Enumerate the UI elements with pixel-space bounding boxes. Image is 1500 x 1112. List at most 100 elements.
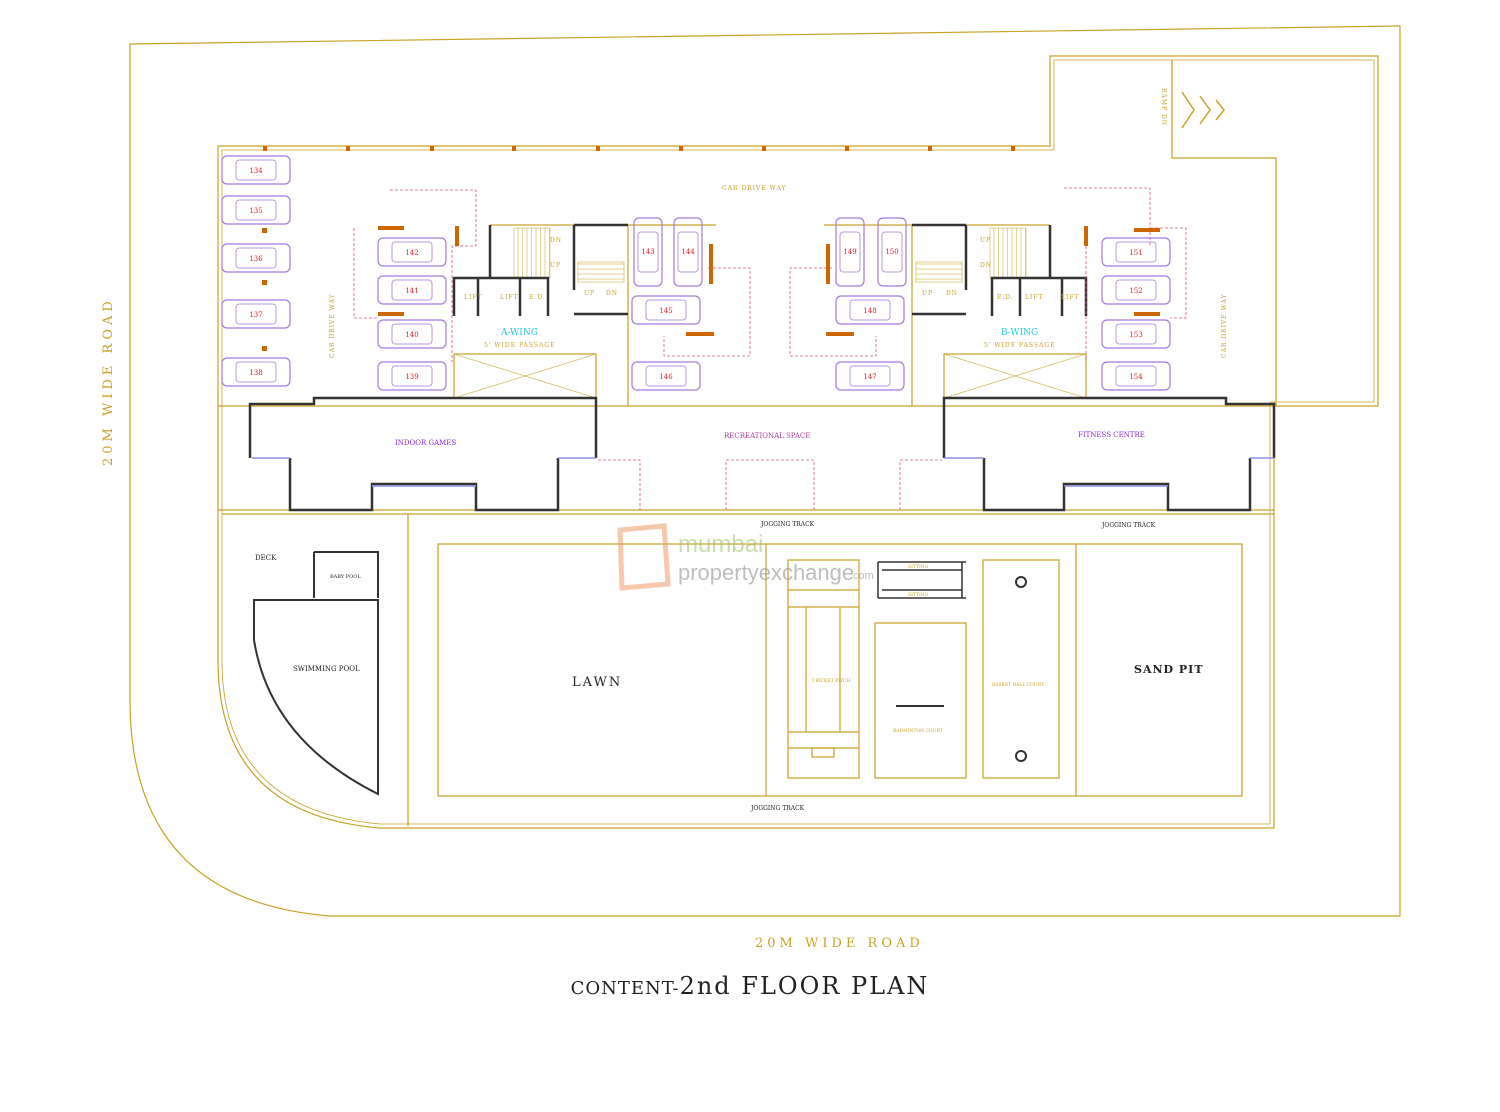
column-marker [455, 226, 459, 246]
parking-slot-136: 136 [221, 243, 291, 273]
slot-number: 138 [249, 369, 262, 377]
building-outline [217, 55, 1379, 829]
svg-text:JOGGING TRACK: JOGGING TRACK [760, 521, 815, 528]
column-marker [378, 312, 404, 316]
parking-slot-150: 150 [877, 217, 907, 287]
svg-text:BADMINTON COURT: BADMINTON COURT [893, 728, 943, 734]
ramp-label: RAMP DN [1160, 88, 1167, 126]
column-marker [679, 146, 683, 151]
svg-text:E.D.: E.D. [997, 294, 1014, 301]
parking-slot-146: 146 [631, 361, 701, 391]
slot-number: 151 [1129, 249, 1142, 257]
slot-number: 148 [863, 307, 876, 315]
column-marker [762, 146, 766, 151]
svg-text:SWIMMING POOL: SWIMMING POOL [293, 665, 360, 673]
slot-number: 135 [249, 207, 262, 215]
slot-number: 147 [863, 373, 876, 381]
slot-number: 150 [885, 248, 898, 256]
column-marker [1134, 228, 1160, 232]
slot-number: 143 [641, 248, 654, 256]
column-marker [928, 146, 932, 151]
parking-slot-153: 153 [1101, 319, 1171, 349]
svg-text:propertyexchange: propertyexchange [678, 560, 854, 585]
sand-pit-label: SAND PIT [1134, 663, 1204, 676]
column-marker [262, 280, 267, 285]
parking-slot-135: 135 [221, 195, 291, 225]
slot-number: 145 [659, 307, 672, 315]
parking-slot-138: 138 [221, 357, 291, 387]
slot-number: 134 [249, 167, 263, 175]
svg-text:DN: DN [980, 262, 992, 269]
parking-slot-149: 149 [835, 217, 865, 287]
title-prefix: CONTENT- [570, 978, 680, 999]
column-marker [826, 332, 854, 336]
parking-slot-139: 139 [377, 361, 447, 391]
slot-number: 149 [843, 248, 856, 256]
column-marker [263, 146, 267, 151]
parking-slot-137: 137 [221, 299, 291, 329]
page-title: CONTENT-2nd FLOOR PLAN [0, 972, 1500, 1000]
column-marker [1084, 226, 1088, 246]
svg-text:SITTING: SITTING [908, 592, 929, 598]
svg-text:CRICKET PITCH: CRICKET PITCH [812, 678, 850, 684]
column-marker [826, 244, 830, 284]
svg-text:LIFT: LIFT [1025, 294, 1044, 301]
svg-text:BABY POOL: BABY POOL [330, 574, 361, 580]
road-label-left: 20M WIDE ROAD [101, 297, 116, 466]
svg-text:.com: .com [850, 570, 874, 582]
svg-text:LIFT: LIFT [1061, 294, 1080, 301]
slot-number: 152 [1129, 287, 1142, 295]
parking-slot-154: 154 [1101, 361, 1171, 391]
driveway-left: CAR DRIVE WAY [329, 293, 336, 358]
svg-text:UP: UP [550, 262, 561, 269]
slot-number: 137 [249, 311, 262, 319]
plot-boundary [129, 25, 1401, 917]
slot-number: 136 [249, 255, 263, 263]
svg-text:DN: DN [946, 290, 958, 297]
svg-text:UP: UP [980, 237, 991, 244]
parking-slot-148: 148 [835, 295, 905, 325]
slot-number: 154 [1129, 373, 1143, 381]
slot-number: 146 [659, 373, 673, 381]
column-marker [845, 146, 849, 151]
svg-text:JOGGING TRACK: JOGGING TRACK [1101, 522, 1156, 529]
column-marker [596, 146, 600, 151]
svg-text:BASKET BALL COURT: BASKET BALL COURT [992, 682, 1044, 688]
indoor-games-label: INDOOR GAMES [395, 439, 456, 447]
parking-slot-147: 147 [835, 361, 905, 391]
svg-text:mumbai: mumbai [678, 531, 763, 558]
parking-slot-152: 152 [1101, 275, 1171, 305]
column-marker [1011, 146, 1015, 151]
fitness-label: FITNESS CENTRE [1078, 431, 1145, 439]
wall-b-wing [912, 223, 1088, 316]
svg-text:5' WIDE PASSAGE: 5' WIDE PASSAGE [484, 342, 555, 349]
column-marker [262, 346, 267, 351]
recreational-label: RECREATIONAL SPACE [724, 432, 810, 440]
parking-slot-145: 145 [631, 295, 701, 325]
column-marker [1134, 312, 1160, 316]
column-marker [262, 228, 267, 233]
svg-text:SITTING: SITTING [908, 564, 929, 570]
parking-slot-140: 140 [377, 319, 447, 349]
ramp-arrows-icon [1181, 91, 1225, 129]
parking-slot-134: 134 [221, 155, 291, 185]
svg-text:DN: DN [606, 290, 618, 297]
column-marker [378, 226, 404, 230]
slot-number: 142 [405, 249, 418, 257]
title-main: 2nd FLOOR PLAN [679, 972, 930, 1000]
column-marker [686, 332, 714, 336]
driveway-top: CAR DRIVE WAY [722, 185, 787, 192]
svg-text:UP: UP [584, 290, 595, 297]
slot-number: 140 [405, 331, 418, 339]
wall-indoor-games [248, 396, 598, 512]
lawn-label: LAWN [572, 675, 622, 690]
parking-slot-144: 144 [673, 217, 703, 287]
a-wing-label: A-WING [500, 328, 538, 338]
watermark-logo: mumbai propertyexchange .com [617, 523, 874, 591]
slot-number: 153 [1129, 331, 1142, 339]
wall-a-wing [452, 223, 628, 316]
svg-text:LIFT: LIFT [500, 294, 519, 301]
wall-fitness [942, 396, 1276, 512]
parking-slot-142: 142 [377, 237, 447, 267]
